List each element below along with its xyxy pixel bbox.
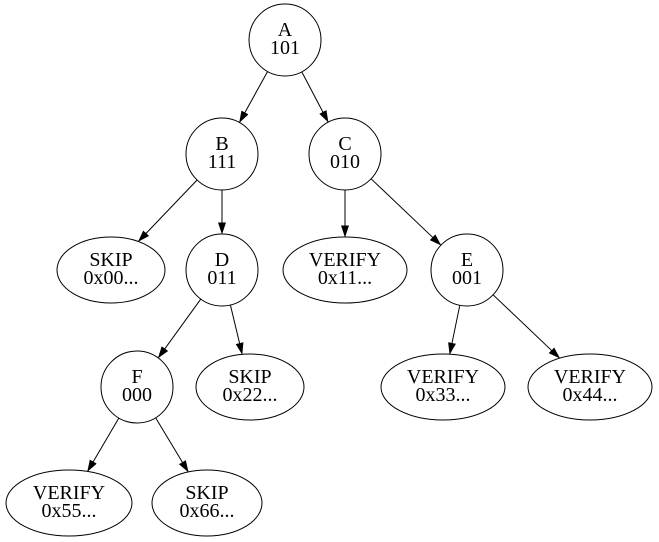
node-V33: VERIFY0x33... [380,353,506,421]
node-V55-label-line2: 0x55... [42,500,97,522]
circle-shape [100,350,174,424]
node-F-label-line2: 000 [122,384,152,406]
node-V44: VERIFY0x44... [527,353,653,421]
node-V55: VERIFY0x55... [5,469,133,537]
node-C-label-line1: C [338,133,351,155]
edge-B-S00 [137,179,198,242]
node-S22: SKIP0x22... [195,353,305,421]
node-V33-label-line1: VERIFY [407,366,479,388]
edge-C-E [370,178,442,246]
node-B-label-line1: B [215,133,228,155]
ellipse-shape [151,469,263,537]
nodes-layer: A101B111C010SKIP0x00...D011VERIFY0x11...… [5,3,653,537]
ellipse-shape [282,236,408,304]
ellipse-shape [380,353,506,421]
circle-shape [430,233,504,307]
node-V11-label-line2: 0x11... [318,267,372,289]
node-S22-label-line2: 0x22... [223,384,278,406]
node-V55-label-line1: VERIFY [33,482,105,504]
node-E-label-line2: 001 [452,267,482,289]
edge-D-S22 [229,304,244,355]
ellipse-shape [195,353,305,421]
node-S66-label-line1: SKIP [185,482,228,504]
node-S66-label-line2: 0x66... [180,500,235,522]
node-A-label-line1: A [278,19,293,41]
edge-A-C [301,71,329,123]
node-V11: VERIFY0x11... [282,236,408,304]
circle-shape [308,117,382,191]
node-F-label-line1: F [131,366,142,388]
edge-D-F [157,298,202,359]
ellipse-shape [527,353,653,421]
node-V33-label-line2: 0x33... [416,384,471,406]
circle-shape [248,3,322,77]
node-S00-label-line2: 0x00... [84,267,139,289]
edge-A-B [238,71,269,123]
node-A-label-line2: 101 [270,37,300,59]
node-S00-label-line1: SKIP [89,249,132,271]
edge-E-V33 [448,305,461,355]
node-C-label-line2: 010 [330,151,360,173]
edges-layer [87,71,561,473]
node-S66: SKIP0x66... [151,469,263,537]
node-V44-label-line2: 0x44... [563,384,618,406]
node-D-label-line1: D [215,249,229,271]
node-V44-label-line1: VERIFY [554,366,626,388]
edge-F-S66 [155,417,189,473]
circle-shape [185,233,259,307]
node-E-label-line1: E [461,249,473,271]
circle-shape [185,117,259,191]
ellipse-shape [56,236,166,304]
node-S00: SKIP0x00... [56,236,166,304]
edge-F-V55 [87,417,120,472]
node-S22-label-line1: SKIP [228,366,271,388]
node-D-label-line2: 011 [207,267,236,289]
ellipse-shape [5,469,133,537]
edge-E-V44 [492,294,561,359]
node-V11-label-line1: VERIFY [309,249,381,271]
node-B-label-line2: 111 [208,151,237,173]
